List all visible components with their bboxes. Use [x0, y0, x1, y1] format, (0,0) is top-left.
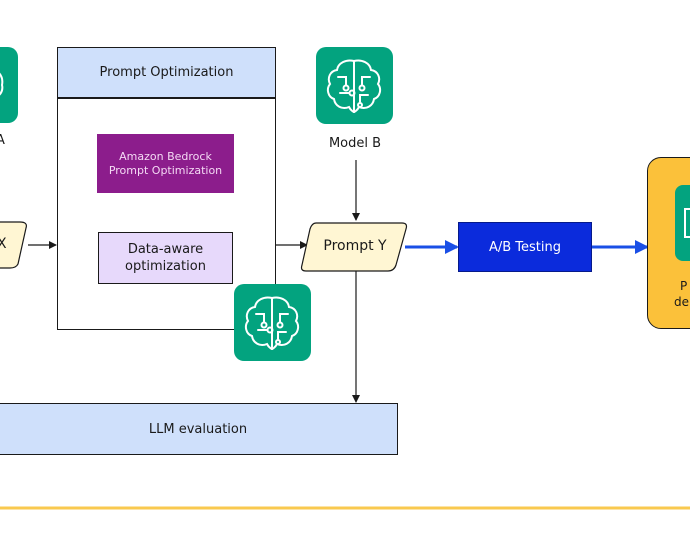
left-model-icon	[0, 47, 18, 123]
data-aware-optimization-box: Data-aware optimization	[98, 232, 233, 284]
prompt-y-shape	[300, 222, 408, 272]
right-card-label-line1: P	[680, 279, 688, 293]
panel-brain-icon	[234, 284, 311, 361]
optimization-panel-title: Prompt Optimization	[58, 48, 275, 99]
llm-evaluation-box: LLM evaluation	[0, 403, 398, 455]
model-b-label: Model B	[328, 135, 382, 151]
prompt-y-label: Prompt Y	[323, 238, 387, 254]
model-b-icon	[316, 47, 393, 124]
bedrock-prompt-optimization-box: Amazon Bedrock Prompt Optimization	[97, 134, 234, 193]
right-card-label-line2: de	[674, 295, 689, 309]
left-model-label: A	[0, 133, 5, 148]
ab-testing-box: A/B Testing	[458, 222, 592, 272]
right-card-icon	[675, 185, 690, 261]
left-prompt-label: X	[0, 236, 7, 252]
left-prompt-shape	[0, 221, 27, 269]
